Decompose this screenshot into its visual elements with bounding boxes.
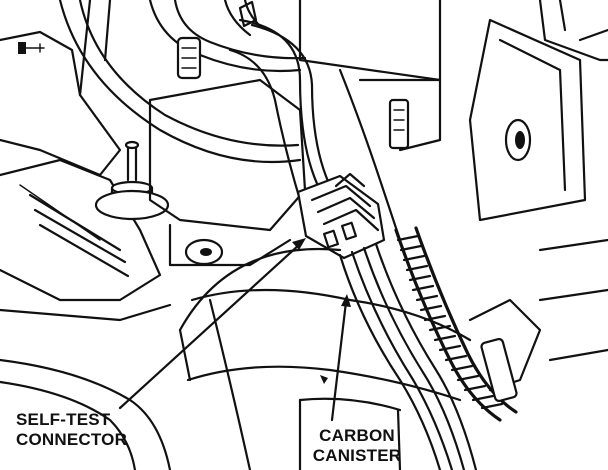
carbon-canister-label-line1: CARBON bbox=[319, 426, 395, 445]
center-mounting-bracket bbox=[148, 78, 307, 267]
self-test-connector-label-line2: CONNECTOR bbox=[16, 430, 128, 449]
carbon-canister-label: CARBON CANISTER bbox=[296, 426, 418, 466]
wiring-harness-loop bbox=[228, 0, 334, 202]
right-module-block bbox=[468, 0, 608, 222]
carbon-canister-body bbox=[178, 248, 472, 470]
lower-right-fittings bbox=[468, 238, 608, 403]
self-test-connector-pointer bbox=[118, 238, 306, 410]
carbon-canister-pointer bbox=[330, 294, 351, 422]
carbon-canister-label-line2: CANISTER bbox=[312, 446, 402, 465]
left-fender-bracket bbox=[0, 0, 172, 470]
ground-terminal-icon bbox=[18, 42, 45, 54]
self-test-connector-label: SELF-TEST CONNECTOR bbox=[16, 410, 127, 450]
right-relay-housing bbox=[298, 0, 442, 242]
self-test-connector-label-line1: SELF-TEST bbox=[16, 410, 111, 429]
vacuum-hose-group bbox=[58, 0, 307, 164]
connector-wire-bundle bbox=[338, 242, 478, 470]
vacuum-valve-stud bbox=[94, 140, 170, 221]
self-test-connector-body bbox=[296, 172, 386, 260]
